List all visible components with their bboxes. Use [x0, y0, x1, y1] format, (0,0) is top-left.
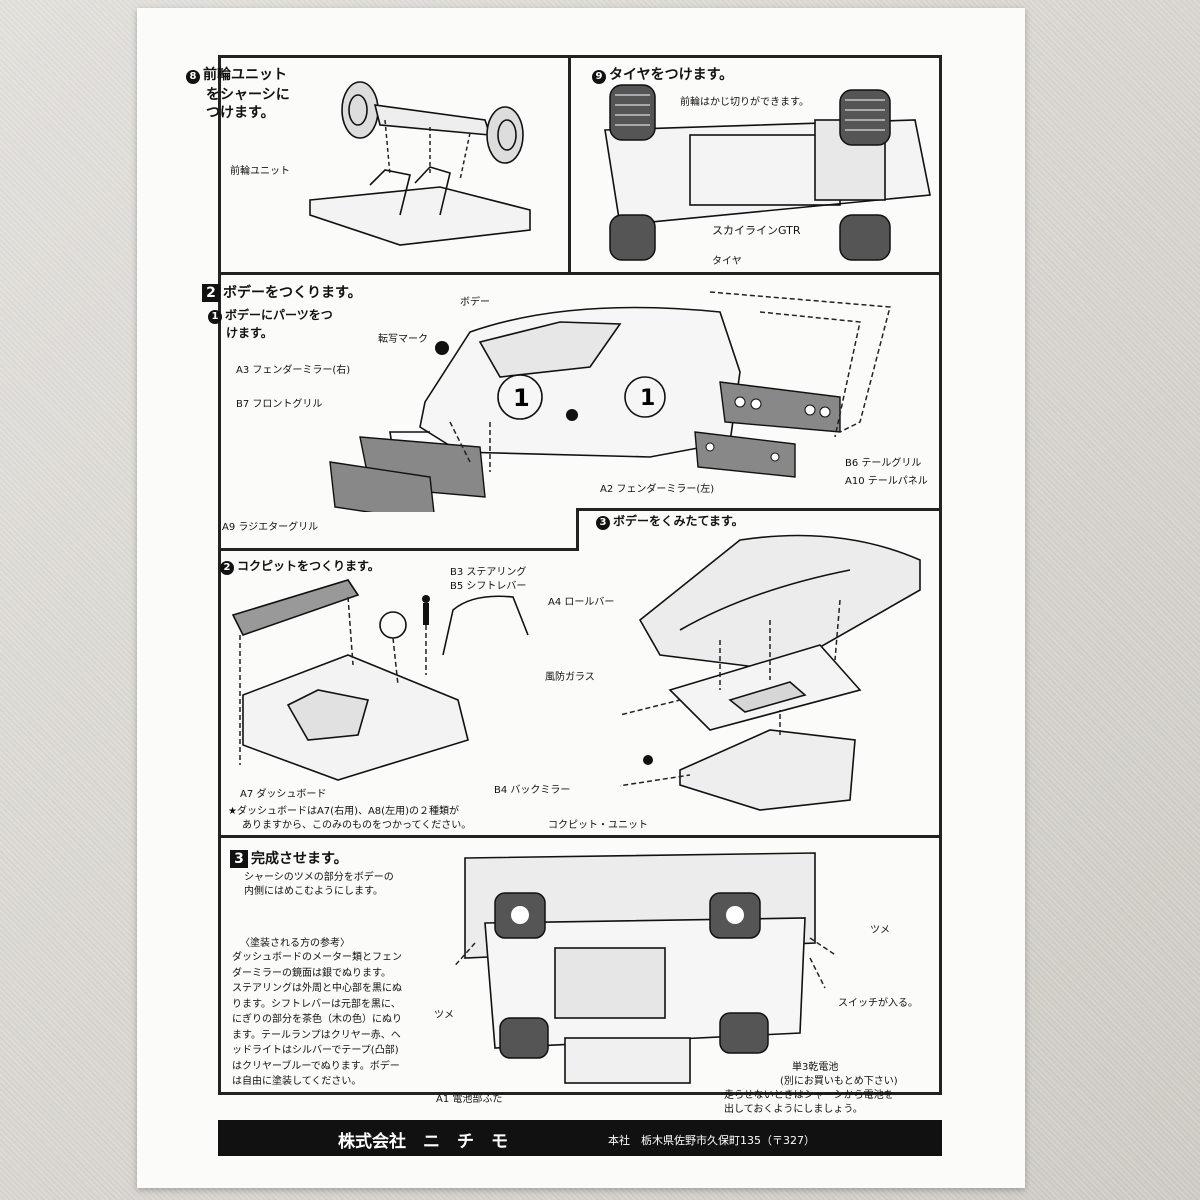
vdivider-top [568, 55, 571, 272]
footer-bar: 株式会社 ニ チ モ 本社 栃木県佐野市久保町135（〒327） [218, 1120, 942, 1156]
company-address: 本社 栃木県佐野市久保町135（〒327） [608, 1134, 815, 1147]
step2-1-number: 1 [208, 310, 222, 324]
step2-2-number: 2 [220, 561, 234, 575]
paint-ref-line: は自由に塗装してください。 [232, 1076, 362, 1087]
label-switch: スイッチが入る。 [838, 998, 918, 1009]
divider-2c [576, 508, 579, 551]
label-glass: 風防ガラス [545, 672, 595, 683]
step8-label-unit: 前輪ユニット [230, 166, 290, 177]
paint-ref-line: はクリヤーブルーでぬります。ボデー [232, 1060, 400, 1072]
paint-ref-line: ダッシュボードのメーター類とフェン [232, 952, 402, 963]
svg-text:1: 1 [513, 384, 530, 412]
label-a4: A4 ロールバー [548, 597, 615, 608]
content-frame [218, 55, 942, 1095]
dashboard-note-1: ★ダッシュボードはA7(右用)、A8(左用)の２種類が [228, 806, 459, 817]
label-battery: 単3乾電池 [792, 1062, 839, 1073]
company-name: 株式会社 ニ チ モ [338, 1132, 508, 1152]
section3-sub-2: 内側にはめこむようにします。 [244, 886, 383, 897]
divider-3 [218, 835, 942, 838]
label-decal: 転写マーク [378, 334, 428, 345]
section3-number: 3 [230, 850, 248, 868]
label-a9: A9 ラジエターグリル [222, 522, 319, 533]
step8-number: 8 [186, 70, 200, 84]
label-tsume-right: ツメ [870, 925, 890, 936]
step9-note: 前輪はかじ切りができます。 [680, 97, 809, 108]
label-b6: B6 テールグリル [845, 458, 922, 469]
cockpit-drawing [231, 579, 529, 781]
section2-number: 2 [202, 284, 220, 302]
label-b7: B7 フロントグリル [236, 399, 323, 410]
label-a2: A2 フェンダーミラー(左) [600, 484, 715, 495]
paint-ref-line: ります。シフトレバーは元部を黒に、 [232, 998, 401, 1010]
svg-text:1: 1 [640, 386, 655, 411]
section3-sub-1: シャーシのツメの部分をボデーの [244, 872, 394, 883]
step8-title-2: をシャーシに [206, 87, 290, 103]
label-a1: A1 電池部ふた [436, 1094, 503, 1105]
label-a10: A10 テールパネル [845, 476, 928, 487]
step2-1-title-2: けます。 [226, 326, 273, 340]
body-assembly-drawing [620, 534, 921, 811]
divider-2b [578, 508, 942, 511]
label-b3: B3 ステアリング [450, 567, 527, 578]
step9-number: 9 [592, 70, 606, 84]
label-body: ボデー [460, 297, 490, 308]
divider-2a [218, 548, 578, 551]
divider-1 [218, 272, 942, 275]
label-a3: A3 フェンダーミラー(右) [236, 365, 351, 376]
chassis-tires-drawing [604, 84, 931, 261]
label-battery-note: (別にお買いもとめ下さい) [780, 1076, 898, 1087]
car-body-drawing: 1 1 [329, 291, 891, 512]
paint-ref-title: 〈塗装される方の参考〉 [240, 938, 350, 949]
paint-ref-line: ます。テールランプはクリヤー赤、ヘ [232, 1029, 401, 1041]
step2-3-number: 3 [596, 516, 610, 530]
dashboard-note-2: ありますから、このみのものをつかってください。 [242, 820, 472, 831]
label-a7: A7 ダッシュボード [240, 789, 327, 800]
label-b5: B5 シフトレバー [450, 581, 527, 592]
front-unit-drawing [309, 81, 531, 246]
step8-title-3: つけます。 [206, 105, 275, 121]
paint-ref-line: ステアリングは外周と中心部を黒にぬ [232, 983, 402, 994]
paint-ref-line: ダーミラーの鏡面は銀でぬります。 [232, 967, 391, 979]
step9-label-skyline: スカイラインGTR [712, 224, 801, 237]
paint-ref-line: ッドライトはシルバーでテープ(凸部) [232, 1045, 399, 1056]
label-tsume-left: ツメ [434, 1010, 454, 1021]
run-note-1: 走らせないときはシャーシから電池を [724, 1090, 894, 1101]
paint-ref-line: にぎりの部分を茶色（木の色）にぬり [232, 1014, 402, 1025]
label-b4: B4 バックミラー [494, 785, 571, 796]
step9-label-tire: タイヤ [712, 256, 742, 267]
label-cockpit-unit: コクピット・ユニット [548, 820, 648, 831]
paint-ref-lines: ダッシュボードのメーター類とフェン ダーミラーの鏡面は銀でぬります。 ステアリン… [232, 950, 452, 1090]
final-assembly-drawing [455, 852, 835, 1084]
run-note-2: 出しておくようにしましょう。 [724, 1104, 863, 1115]
